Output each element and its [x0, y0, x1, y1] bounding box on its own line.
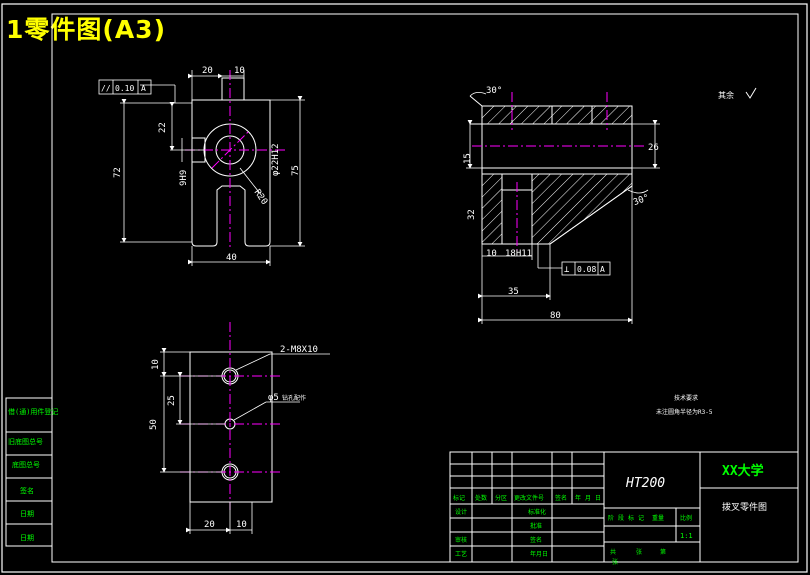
top-10: 10 — [151, 359, 161, 370]
mid-2: 签名 — [530, 536, 542, 544]
perp-ref: A — [600, 265, 605, 274]
tol-ref: A — [141, 84, 146, 93]
side-3: 底图总号 — [12, 460, 40, 469]
dim-bore: φ22H12 — [271, 143, 281, 176]
hdr-6: 月 — [585, 495, 591, 502]
top-10b: 10 — [236, 520, 247, 530]
tol-val: 0.10 — [115, 84, 134, 93]
section-centerlines — [472, 92, 645, 252]
hdr-1: 处数 — [475, 494, 487, 502]
school: XX大学 — [722, 463, 764, 479]
section-dim-text: 30° 30° 15 26 32 10 18H11 ⊥ 0.08 A 35 80 — [463, 86, 659, 321]
front-centerlines — [185, 70, 285, 250]
hdr-2: 分区 — [495, 494, 507, 502]
tol-sym: // — [101, 84, 111, 93]
side-2: 旧底图总号 — [8, 437, 43, 446]
hdr-0: 标记 — [453, 494, 465, 502]
top-hole-note: 钻孔配作 — [282, 394, 306, 402]
side-table — [5, 397, 53, 547]
sec-30deg-b: 30° — [632, 193, 651, 208]
stage-5: 比例 — [680, 514, 692, 522]
req-line: 未注圆角半径为R3-5 — [656, 408, 713, 416]
top-view — [189, 351, 273, 503]
section-view — [469, 95, 633, 245]
perp-sym: ⊥ — [564, 265, 570, 275]
sec-35: 35 — [508, 287, 519, 297]
sheet-2: 第 — [660, 548, 666, 556]
sheet-1: 张 — [636, 548, 642, 556]
side-5: 日期 — [20, 510, 34, 518]
front-dimensions — [98, 70, 305, 266]
top-25: 25 — [167, 395, 177, 406]
drawing-title: 1零件图(A3) — [6, 15, 166, 44]
drawing-name: 拨叉零件图 — [722, 501, 767, 513]
sec-hole: 18H11 — [505, 249, 532, 259]
notes: 其余 技术要求 未注圆角半径为R3-5 — [656, 87, 757, 416]
top-dimensions — [160, 348, 330, 534]
top-centerlines — [180, 322, 282, 510]
req-title: 技术要求 — [674, 394, 698, 402]
mid-0: 标准化 — [528, 508, 546, 516]
dim-72: 72 — [113, 167, 123, 178]
dim-75: 75 — [291, 165, 301, 176]
dim-r20: R20 — [252, 188, 270, 207]
front-dim-text: 20 10 // 0.10 A 22 72 75 9H9 φ22H12 R20 … — [101, 66, 301, 263]
scale: 1:1 — [680, 532, 693, 540]
top-hole: φ5 — [268, 393, 279, 403]
side-1: 借(通)用件登记 — [8, 407, 58, 416]
top-thread: 2-M8X10 — [280, 345, 318, 355]
title-block-text: HT200 XX大学 拨叉零件图 1:1 标记 处数 分区 更改文件号 签名 年… — [453, 463, 767, 566]
mid-3: 年月日 — [530, 550, 548, 558]
top-20: 20 — [204, 520, 215, 530]
roughness-mark — [745, 87, 757, 99]
stage-2: 标 — [628, 514, 634, 522]
sheet-3: 张 — [612, 558, 618, 566]
dim-22: 22 — [158, 122, 168, 133]
dim-9h9: 9H9 — [179, 170, 189, 186]
side-4: 签名 — [20, 486, 34, 495]
stage-1: 段 — [618, 514, 624, 522]
side-6: 日期 — [20, 534, 34, 542]
inner-frame — [51, 13, 799, 563]
sec-10: 10 — [486, 249, 497, 259]
stage-3: 记 — [638, 515, 644, 522]
sec-15: 15 — [463, 153, 473, 164]
left-0: 设计 — [455, 508, 467, 516]
top-dim-text: 2-M8X10 φ5 钻孔配作 10 25 50 20 10 — [149, 345, 318, 530]
stage-0: 阶 — [608, 514, 614, 522]
sec-80: 80 — [550, 311, 561, 321]
left-1: 审核 — [455, 536, 467, 544]
sheet-0: 共 — [610, 548, 616, 556]
section-dimensions — [466, 92, 660, 324]
note-rest: 其余 — [718, 90, 734, 100]
sec-30deg: 30° — [486, 86, 502, 96]
top-50: 50 — [149, 419, 159, 430]
dim-40: 40 — [226, 253, 237, 263]
sec-32: 32 — [467, 209, 477, 220]
hdr-4: 签名 — [555, 494, 567, 502]
outer-frame — [1, 3, 808, 573]
material: HT200 — [625, 476, 665, 491]
title-block — [449, 451, 799, 563]
mid-1: 批准 — [530, 522, 542, 530]
dim-10: 10 — [234, 66, 245, 76]
left-2: 工艺 — [455, 550, 467, 558]
hdr-7: 日 — [595, 495, 601, 502]
hdr-5: 年 — [575, 494, 581, 502]
sec-26: 26 — [648, 143, 659, 153]
hdr-3: 更改文件号 — [514, 494, 544, 502]
side-table-text: 借(通)用件登记 旧底图总号 底图总号 签名 日期 日期 — [8, 407, 58, 542]
perp-val: 0.08 — [577, 265, 596, 274]
dim-20: 20 — [202, 66, 213, 76]
stage-4: 重量 — [652, 514, 664, 522]
front-view — [191, 77, 271, 247]
